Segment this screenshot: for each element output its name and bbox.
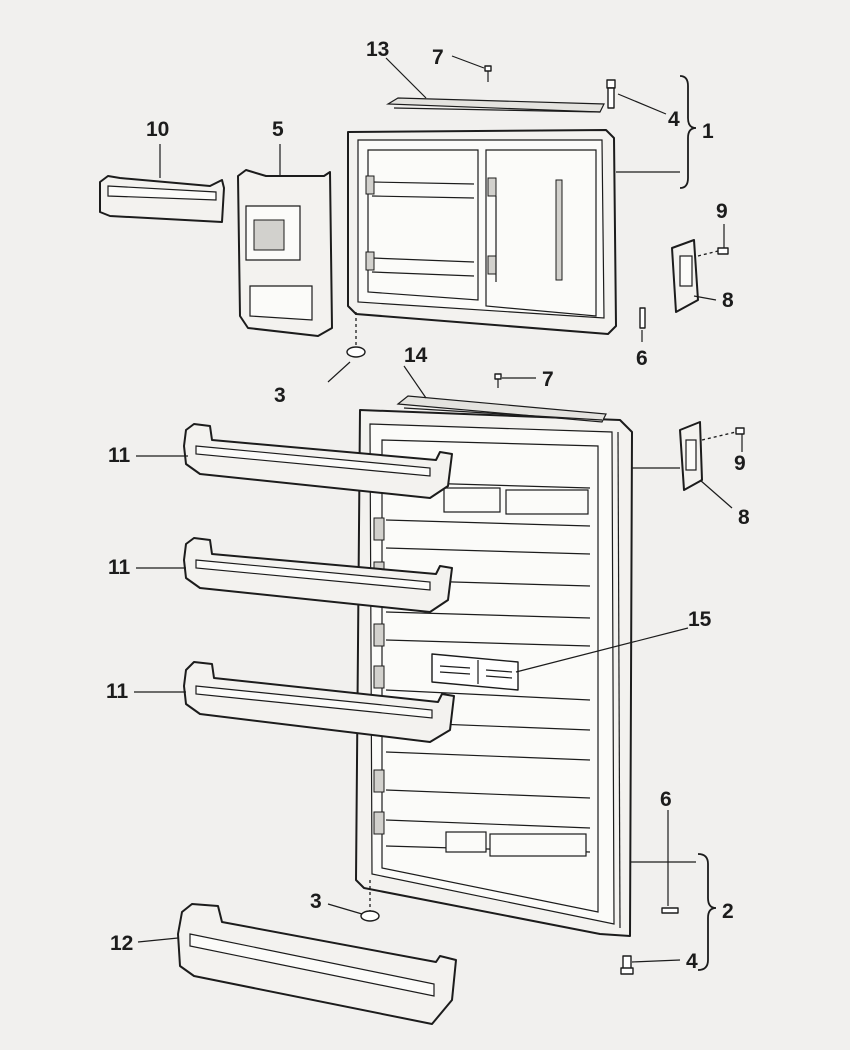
brace-assembly-2 <box>697 853 717 971</box>
brace-assembly-1 <box>679 75 697 189</box>
callout-2: 2 <box>722 900 734 923</box>
callout-8-lower: 8 <box>738 506 750 529</box>
handle-bracket-lower <box>679 421 745 491</box>
screw-lower <box>494 373 502 388</box>
callout-11-bottom: 11 <box>106 680 129 703</box>
door-bin-1 <box>183 423 453 499</box>
callout-4-upper: 4 <box>668 108 680 131</box>
callout-4-lower: 4 <box>686 950 698 973</box>
callout-11-top: 11 <box>108 444 131 467</box>
callout-6-lower: 6 <box>660 788 672 811</box>
bushing-lower <box>360 910 380 922</box>
callout-14: 14 <box>404 344 428 367</box>
callouts: 13 7 4 1 10 5 9 8 6 3 14 7 11 9 8 11 15 … <box>106 38 750 973</box>
callout-11-middle: 11 <box>108 556 131 579</box>
callout-9-upper: 9 <box>716 200 728 223</box>
pin-upper <box>639 307 646 329</box>
hinge-pin-upper <box>606 79 616 109</box>
callout-12: 12 <box>110 932 133 955</box>
callout-1: 1 <box>702 120 714 143</box>
handle-bracket-upper <box>671 239 729 313</box>
callout-8-upper: 8 <box>722 289 734 312</box>
callout-15: 15 <box>688 608 712 631</box>
freezer-bin <box>99 175 225 223</box>
callout-9-lower: 9 <box>734 452 746 475</box>
door-bin-3 <box>183 661 455 743</box>
screw-upper <box>484 65 492 82</box>
callout-7-lower: 7 <box>542 368 554 391</box>
top-rail-fresh-food <box>396 395 607 423</box>
callout-3-upper: 3 <box>274 384 286 407</box>
callout-7-upper: 7 <box>432 46 444 69</box>
callout-10: 10 <box>146 118 169 141</box>
ice-tray-holder <box>237 169 333 337</box>
freezer-door <box>347 129 680 335</box>
bottom-door-bin <box>177 903 457 1025</box>
bushing-upper <box>346 346 366 358</box>
leader-lines <box>134 55 743 963</box>
pin-lower <box>661 907 679 914</box>
callout-13: 13 <box>366 38 389 61</box>
callout-6-upper: 6 <box>636 347 648 370</box>
top-rail-freezer <box>385 97 605 113</box>
callout-3-lower: 3 <box>310 890 322 913</box>
callout-5: 5 <box>272 118 284 141</box>
hinge-pin-lower <box>620 955 634 975</box>
door-bin-2 <box>183 537 453 613</box>
control-label <box>431 653 519 691</box>
